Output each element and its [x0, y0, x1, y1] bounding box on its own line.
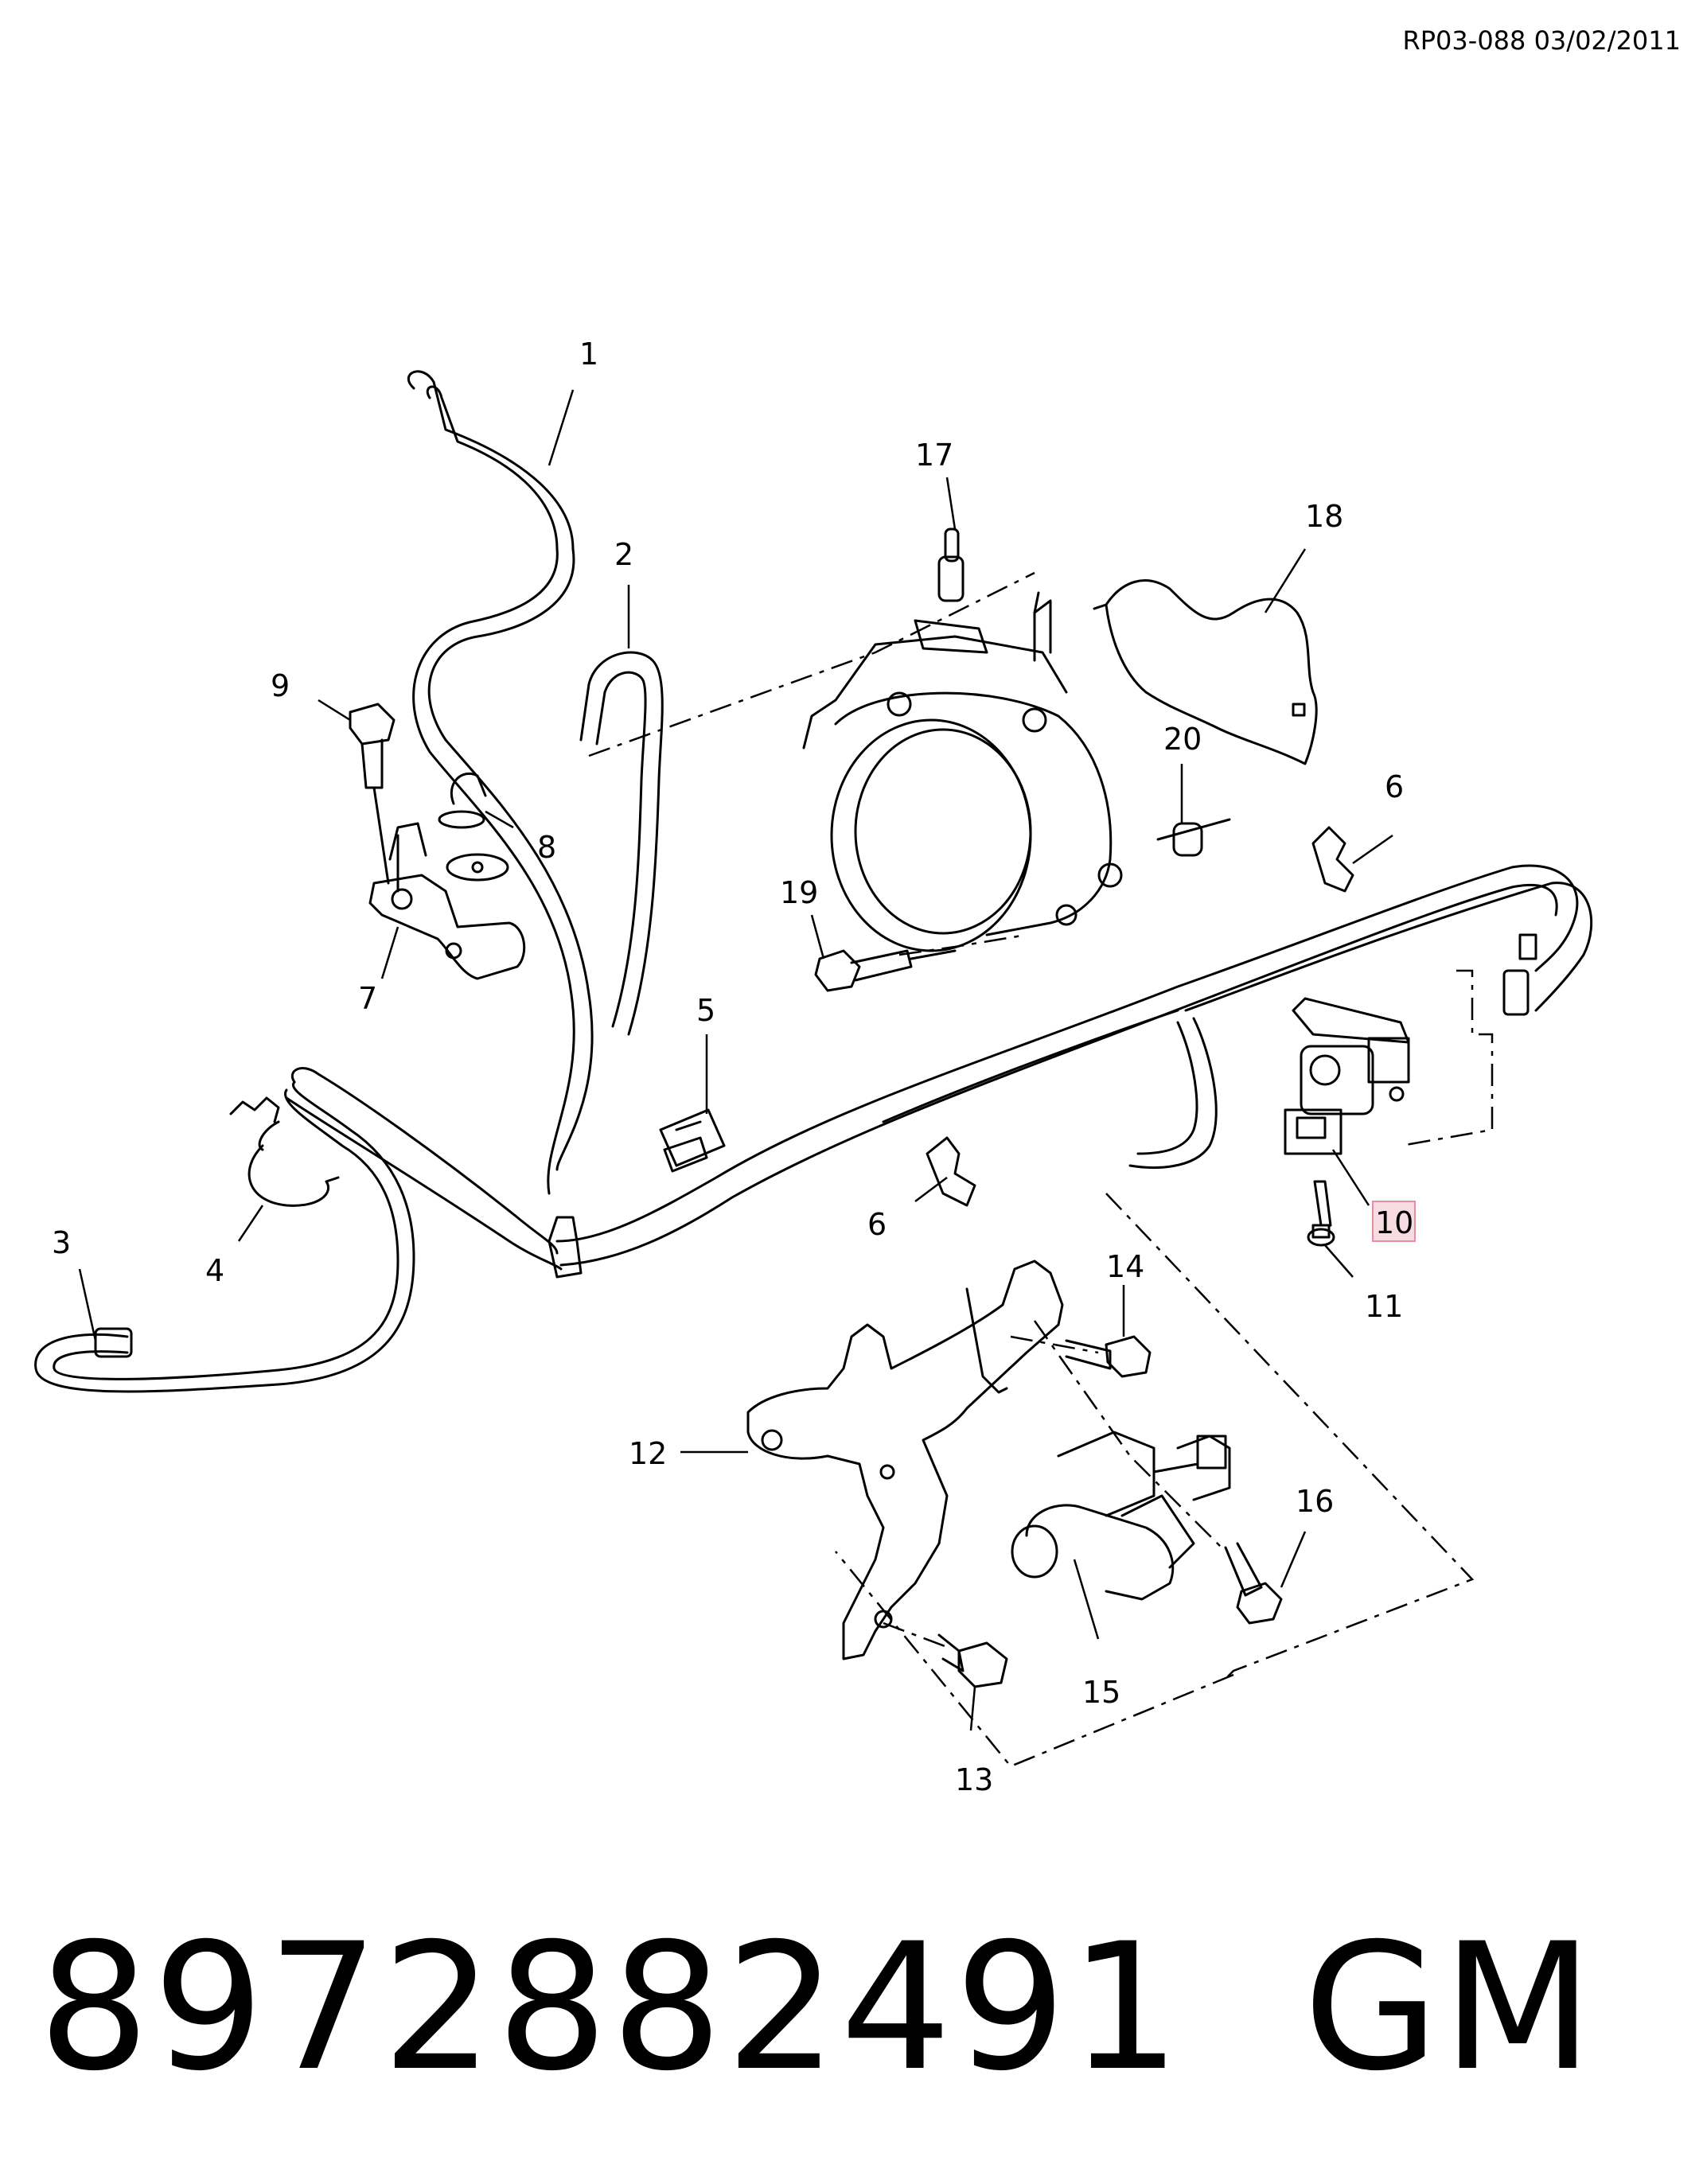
- callout-18: 18: [1305, 499, 1343, 534]
- dash-line-pump: [588, 571, 1035, 757]
- callout-11: 11: [1365, 1289, 1403, 1324]
- callout-5: 5: [696, 993, 715, 1028]
- dash-line-bolt14: [1010, 1335, 1099, 1354]
- callout-15: 15: [1082, 1675, 1120, 1710]
- dash-line-lower-2: [835, 1551, 1234, 1768]
- callout-4: 4: [205, 1253, 224, 1288]
- callout-6b: 6: [867, 1207, 887, 1242]
- callout-14: 14: [1106, 1249, 1144, 1284]
- clip-6-upper: [1311, 826, 1354, 893]
- gasket-18: [1093, 579, 1318, 765]
- clip-4: [229, 1096, 340, 1207]
- hose-1: [407, 370, 594, 1195]
- callout-3: 3: [52, 1225, 71, 1260]
- callout-12: 12: [629, 1436, 667, 1471]
- callout-17: 17: [915, 438, 953, 473]
- dash-line-solenoid: [1400, 969, 1494, 1147]
- part-number: 8972882491: [38, 1906, 1184, 2109]
- bracket-12: [746, 1259, 1064, 1660]
- callout-6a: 6: [1385, 769, 1404, 804]
- solenoid-10: [1284, 933, 1537, 1155]
- connector-5: [659, 1108, 726, 1173]
- highlight-box: [1372, 1201, 1416, 1242]
- callout-2: 2: [614, 537, 633, 572]
- bolt-9: [349, 703, 396, 885]
- callout-1: 1: [579, 337, 598, 372]
- callout-9: 9: [271, 668, 290, 703]
- callout-20: 20: [1163, 722, 1202, 757]
- bolt-14: [1065, 1335, 1152, 1378]
- part-number-footer: 8972882491 GM: [38, 1906, 1596, 2109]
- dash-line-lower: [1105, 1193, 1475, 1680]
- hose-3: [34, 1067, 563, 1393]
- dash-line-bolt19: [898, 933, 1027, 956]
- dash-line-bolt16: [1033, 1320, 1222, 1548]
- washer-8: [438, 773, 509, 882]
- solenoid-valve-15: [1011, 1431, 1231, 1601]
- bolt-19: [814, 949, 957, 992]
- clip-6-lower: [926, 1136, 976, 1207]
- callout-7: 7: [358, 981, 377, 1016]
- bolt-16: [1224, 1542, 1283, 1625]
- callout-13: 13: [955, 1762, 993, 1797]
- leader-lines: [78, 389, 1393, 1731]
- harness-clip: [548, 1216, 583, 1279]
- screw-11: [1307, 1180, 1335, 1247]
- document-code: RP03-088 03/02/2011: [1402, 25, 1681, 56]
- hose-main: [555, 864, 1593, 1267]
- bracket-7: [368, 822, 526, 980]
- callout-10: 10: [1375, 1205, 1413, 1240]
- bolt-13: [937, 1633, 1008, 1688]
- callout-19: 19: [780, 875, 818, 910]
- hose-2: [579, 651, 664, 1036]
- callout-16: 16: [1296, 1484, 1334, 1519]
- callout-8: 8: [537, 830, 556, 865]
- dash-line-bolt13: [883, 1621, 948, 1649]
- callout-labels: 1 2 3 4 5 6 6 7 8 9 10 11 12 13 14 15 16…: [52, 337, 1413, 1797]
- brand-label: GM: [1303, 1906, 1597, 2109]
